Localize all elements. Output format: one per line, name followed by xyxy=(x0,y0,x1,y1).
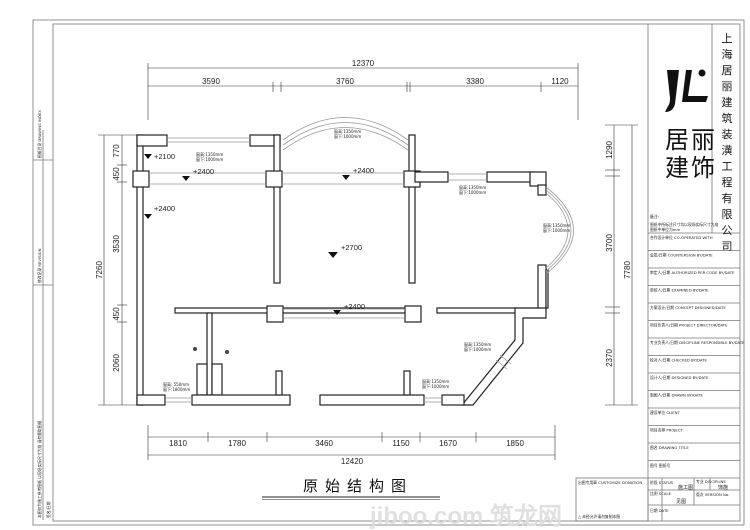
svg-text:装: 装 xyxy=(722,128,733,141)
dim-top-1: 3590 xyxy=(202,77,220,86)
svg-text:建: 建 xyxy=(665,154,689,182)
dim-left-3: 3530 xyxy=(112,235,121,253)
svg-text:日期 DATE: 日期 DATE xyxy=(650,508,669,513)
title-block-row: 项目名称 PROJECT xyxy=(650,428,683,433)
dim-right-2: 3700 xyxy=(605,234,614,252)
svg-text:备注:: 备注: xyxy=(650,214,659,219)
drawing-title: 原始结构图 xyxy=(303,477,413,495)
svg-text:居: 居 xyxy=(665,126,689,154)
side-strip-sign: 签名/日期 xyxy=(46,501,51,518)
svg-text:丽: 丽 xyxy=(722,80,733,93)
dim-top-total: 12370 xyxy=(352,59,375,68)
dim-bottom-5: 1670 xyxy=(439,439,457,448)
svg-text:图纸中所标注尺寸均以现场实际尺寸为准: 图纸中所标注尺寸均以现场实际尺寸为准 xyxy=(650,222,719,227)
dim-bottom-total: 12420 xyxy=(341,457,364,466)
dim-right-1: 1290 xyxy=(605,141,614,159)
left-dimensions: 7260 770 450 3530 450 2060 xyxy=(95,134,145,406)
dim-bottom-6: 1850 xyxy=(506,439,524,448)
title-block-row: 建设单位 CLIENT xyxy=(650,410,681,415)
outer-frame xyxy=(32,19,745,526)
dim-left-1: 770 xyxy=(112,144,121,158)
level-2400-d: +2400 xyxy=(344,302,365,311)
dim-right-total: 7780 xyxy=(623,261,632,279)
level-2400-a: +2400 xyxy=(193,167,214,176)
svg-text:上: 上 xyxy=(722,32,733,45)
svg-text:工: 工 xyxy=(722,160,733,173)
dim-bottom-4: 1150 xyxy=(392,439,410,448)
dim-left-2: 450 xyxy=(112,167,121,181)
svg-text:饰: 饰 xyxy=(691,154,715,182)
svg-text:版次 VERSION No.: 版次 VERSION No. xyxy=(696,492,729,497)
title-block-row: 会签/日期 COUNTERSIGN BY/DATE xyxy=(650,253,713,258)
svg-text:公: 公 xyxy=(722,224,733,237)
watermark: jiboo.com 筑龙网 xyxy=(369,502,562,530)
dim-left-4: 450 xyxy=(112,307,121,321)
svg-text:见图: 见图 xyxy=(676,499,686,505)
top-dimensions: 12370 3590 3760 3380 1120 xyxy=(147,59,579,120)
level-2700: +2700 xyxy=(341,243,362,252)
svg-text:筑: 筑 xyxy=(722,111,733,125)
side-strip-note: 本图仅为施工参考图纸 以现场实际尺寸为准 请勿量取图纸 xyxy=(37,420,42,518)
svg-text:专业 DISCIPLINE: 专业 DISCIPLINE xyxy=(696,479,726,484)
title-block-row: 图名 DRAWING TITLE xyxy=(650,445,689,450)
level-markers: +2100 +2400 +2400 +2400 +2700 +2400 xyxy=(144,152,374,315)
svg-text:丽: 丽 xyxy=(691,126,715,154)
bottom-dimensions: 1810 1780 3460 1150 1670 1850 12420 xyxy=(147,425,556,466)
title-block-row: 方案设计/日期 CONCEPT DESIGNED/DATE xyxy=(650,305,726,310)
dim-bottom-2: 1780 xyxy=(228,439,246,448)
dim-left-total: 7260 xyxy=(95,261,104,279)
title-block: 备注: 图纸中所标注尺寸均以现场实际尺寸为准 图纸中单位为mm 合作设计单位 C… xyxy=(575,214,745,522)
title-block-row: 校对人/日期 CHECKED BY/DATE xyxy=(650,358,708,363)
level-2400-c: +2400 xyxy=(154,204,175,213)
title-block-row: 合作设计单位 CO-OPERATED WITH xyxy=(650,235,713,240)
svg-text:潢: 潢 xyxy=(722,144,733,157)
dim-left-5: 2060 xyxy=(112,354,121,372)
level-2400-b: +2400 xyxy=(353,166,374,175)
dim-bottom-3: 3460 xyxy=(315,439,333,448)
company-name: 上 海 居 丽 建 筑 装 潢 工 程 有 限 公 司 xyxy=(722,32,733,253)
svg-text:图号 图纸号: 图号 图纸号 xyxy=(650,463,670,468)
svg-text:限: 限 xyxy=(722,208,733,221)
svg-text:海: 海 xyxy=(722,47,733,61)
svg-text:饰施: 饰施 xyxy=(718,484,728,491)
svg-text:施工图: 施工图 xyxy=(678,484,693,491)
inner-frame xyxy=(52,23,741,522)
svg-text:居: 居 xyxy=(722,64,733,77)
svg-text:建: 建 xyxy=(722,95,733,109)
windows xyxy=(149,117,574,403)
dim-bottom-1: 1810 xyxy=(169,439,187,448)
side-strip-index: 图纸目录 DRAWING INDEX xyxy=(37,110,42,158)
title-block-row: 专业负责人/日期 DISCIPLINE RESPONSIBLE BY/DATE xyxy=(650,340,745,345)
title-block-row: 审定人/日期 AUTHORIZED PER CODE BY/DATE xyxy=(650,270,735,275)
title-block-row: 项目负责人/日期 PROJECT DIRECTOR/DATE xyxy=(650,323,728,328)
level-2100: +2100 xyxy=(154,152,175,161)
svg-text:有: 有 xyxy=(722,191,733,205)
side-strip-revision: 修改记录 REVISION xyxy=(37,248,42,283)
dim-top-4: 1120 xyxy=(551,77,569,86)
svg-text:图纸中单位为mm: 图纸中单位为mm xyxy=(650,227,680,232)
walls xyxy=(132,134,549,406)
company-logo: 居 丽 建 饰 xyxy=(665,69,715,182)
svg-text:比例 SCALE: 比例 SCALE xyxy=(650,491,672,496)
svg-text:△ 未经允许请勿复制本图: △ 未经允许请勿复制本图 xyxy=(578,514,620,519)
dim-right-3: 2370 xyxy=(605,349,614,367)
title-block-row: 审核人/日期 EXAMINED BY/DATE xyxy=(650,288,709,293)
dim-top-3: 3380 xyxy=(466,77,484,86)
svg-text:出图专用章 CUSTOMIZE DONATION: 出图专用章 CUSTOMIZE DONATION xyxy=(578,480,642,485)
dim-top-2: 3760 xyxy=(336,77,354,86)
right-dimensions: 1290 3700 2370 7780 xyxy=(605,124,638,406)
title-block-row: 设计人/日期 DESIGNED BY/DATE xyxy=(650,375,709,380)
svg-text:程: 程 xyxy=(722,176,733,189)
svg-text:司: 司 xyxy=(722,240,733,253)
title-block-row: 制图人/日期 DRAWN BY/DATE xyxy=(650,393,704,398)
